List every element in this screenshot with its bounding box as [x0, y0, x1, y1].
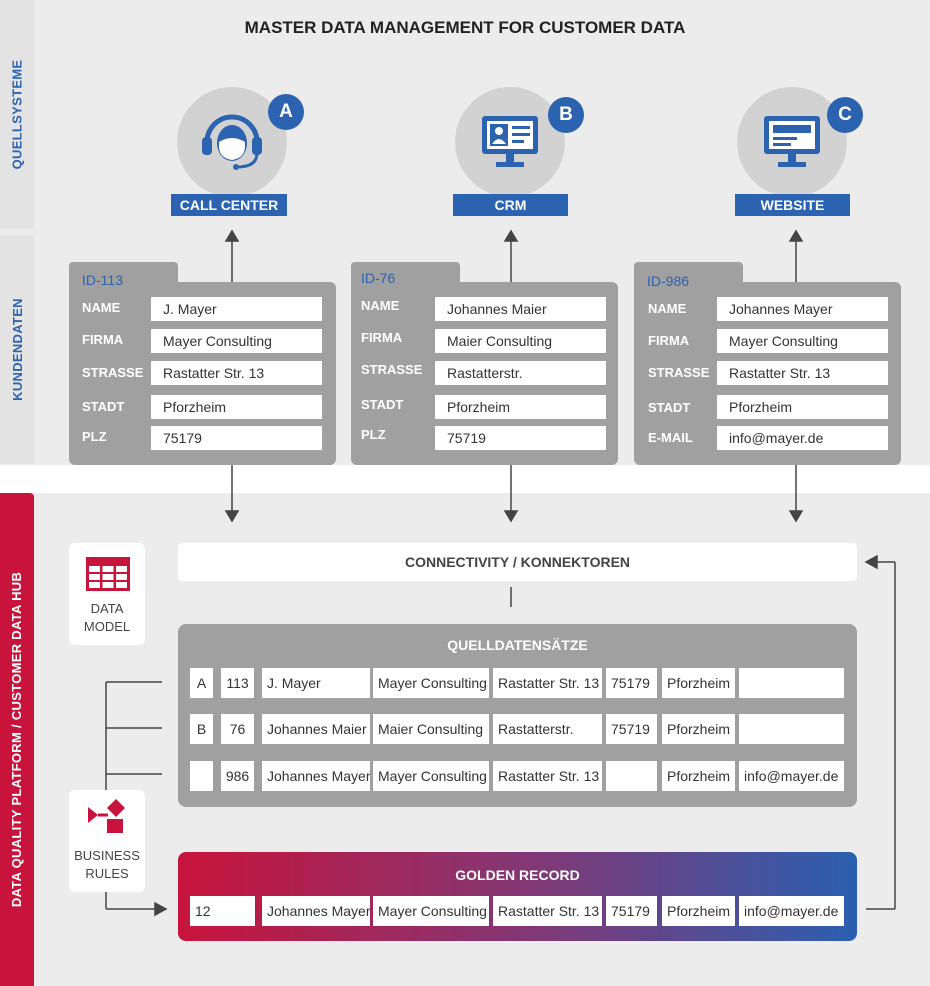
source-cell: 76	[221, 714, 254, 744]
card-1-value-plz: 75179	[151, 426, 322, 450]
card-1-label-firma: FIRMA	[82, 332, 124, 347]
source-cell: 986	[221, 761, 254, 791]
source-cell: Rastatter Str. 13	[493, 761, 602, 791]
side-label-kundendaten: KUNDENDATEN	[0, 235, 34, 464]
card-3-id: ID-986	[647, 273, 690, 289]
source-cell: J. Mayer	[262, 668, 370, 698]
source-cell: Mayer Consulting	[373, 761, 489, 791]
flow-rules-icon	[88, 799, 125, 833]
card-3-value-email: info@mayer.de	[717, 426, 888, 450]
card-2-label-strasse: STRASSE	[361, 362, 423, 377]
card-3-label-firma: FIRMA	[648, 333, 690, 348]
headset-agent-icon	[202, 114, 262, 170]
source-cell: Pforzheim	[662, 668, 735, 698]
business-rules-line1: BUSINESS	[74, 848, 140, 863]
card-1-value-strasse: Rastatter Str. 13	[151, 361, 322, 385]
source-cell: Johannes Maier	[262, 714, 370, 744]
card-1-label-name: NAME	[82, 300, 121, 315]
card-2-value-plz: 75719	[435, 426, 606, 450]
connectivity-label: CONNECTIVITY / KONNEKTOREN	[404, 554, 631, 570]
card-1-value-stadt: Pforzheim	[151, 395, 322, 419]
source-cell: 113	[221, 668, 254, 698]
source-cell	[190, 761, 213, 791]
golden-record-title: GOLDEN RECORD	[455, 867, 580, 883]
card-2-label-plz: PLZ	[361, 427, 386, 442]
source-records-title: QUELLDATENSÄTZE	[447, 637, 588, 653]
page-title: MASTER DATA MANAGEMENT FOR CUSTOMER DATA	[244, 18, 686, 37]
card-3-label-stadt: STADT	[648, 400, 691, 415]
card-1-label-plz: PLZ	[82, 429, 107, 444]
source-cell: Rastatterstr.	[493, 714, 602, 744]
card-3-value-name: Johannes Mayer	[717, 297, 888, 321]
table-grid-icon	[86, 557, 130, 591]
system-c-letter: C	[827, 97, 863, 133]
source-cell: info@mayer.de	[739, 761, 844, 791]
card-1-label-strasse: STRASSE	[82, 365, 144, 380]
source-cell: Pforzheim	[662, 714, 735, 744]
data-model-line2: MODEL	[83, 619, 131, 634]
system-a-letter: A	[268, 94, 304, 130]
card-1-value-firma: Mayer Consulting	[151, 329, 322, 353]
source-cell: A	[190, 668, 213, 698]
golden-cell: Rastatter Str. 13	[493, 896, 602, 926]
crm-label: CRM	[453, 194, 568, 216]
card-2-label-name: NAME	[361, 298, 400, 313]
card-3-label-name: NAME	[648, 301, 687, 316]
source-cell: Pforzheim	[662, 761, 735, 791]
source-cell: Johannes Mayer	[262, 761, 370, 791]
side-label-quellsysteme: QUELLSYSTEME	[0, 0, 34, 229]
business-rules-line2: RULES	[85, 866, 129, 881]
card-1-value-name: J. Mayer	[151, 297, 322, 321]
data-model-line1: DATA	[90, 601, 124, 616]
golden-cell: 75179	[606, 896, 657, 926]
card-2-label-firma: FIRMA	[361, 330, 403, 345]
card-2-value-firma: Maier Consulting	[435, 329, 606, 353]
call-center-label: CALL CENTER	[171, 194, 287, 216]
card-3-label-email: E-MAIL	[648, 430, 693, 445]
card-3-value-firma: Mayer Consulting	[717, 329, 888, 353]
website-label: WEBSITE	[735, 194, 850, 216]
source-cell: 75719	[606, 714, 657, 744]
source-cell: Rastatter Str. 13	[493, 668, 602, 698]
card-2-id: ID-76	[361, 270, 396, 286]
business-rules-box	[69, 790, 145, 892]
card-3-label-strasse: STRASSE	[648, 365, 710, 380]
golden-cell: Mayer Consulting	[373, 896, 489, 926]
source-cell: Maier Consulting	[373, 714, 489, 744]
card-3-value-strasse: Rastatter Str. 13	[717, 361, 888, 385]
card-2-value-stadt: Pforzheim	[435, 395, 606, 419]
source-cell: B	[190, 714, 213, 744]
golden-cell: Pforzheim	[662, 896, 735, 926]
source-cell	[606, 761, 657, 791]
card-1-id: ID-113	[82, 272, 123, 288]
source-cell	[739, 668, 844, 698]
source-cell	[739, 714, 844, 744]
card-2-value-strasse: Rastatterstr.	[435, 361, 606, 385]
side-label-platform: DATA QUALITY PLATFORM / CUSTOMER DATA HU…	[0, 493, 34, 986]
card-2-label-stadt: STADT	[361, 397, 404, 412]
contact-card-monitor-icon	[482, 116, 538, 167]
web-monitor-icon	[764, 116, 820, 167]
source-cell: 75179	[606, 668, 657, 698]
band-gap	[0, 465, 930, 493]
golden-cell: info@mayer.de	[739, 896, 844, 926]
card-3-value-stadt: Pforzheim	[717, 395, 888, 419]
card-2-value-name: Johannes Maier	[435, 297, 606, 321]
source-cell: Mayer Consulting	[373, 668, 489, 698]
card-1-label-stadt: STADT	[82, 399, 125, 414]
golden-cell: 12	[190, 896, 255, 926]
golden-cell: Johannes Mayer	[262, 896, 370, 926]
system-b-letter: B	[548, 97, 584, 133]
connectivity-bar: CONNECTIVITY / KONNEKTOREN	[178, 543, 857, 581]
